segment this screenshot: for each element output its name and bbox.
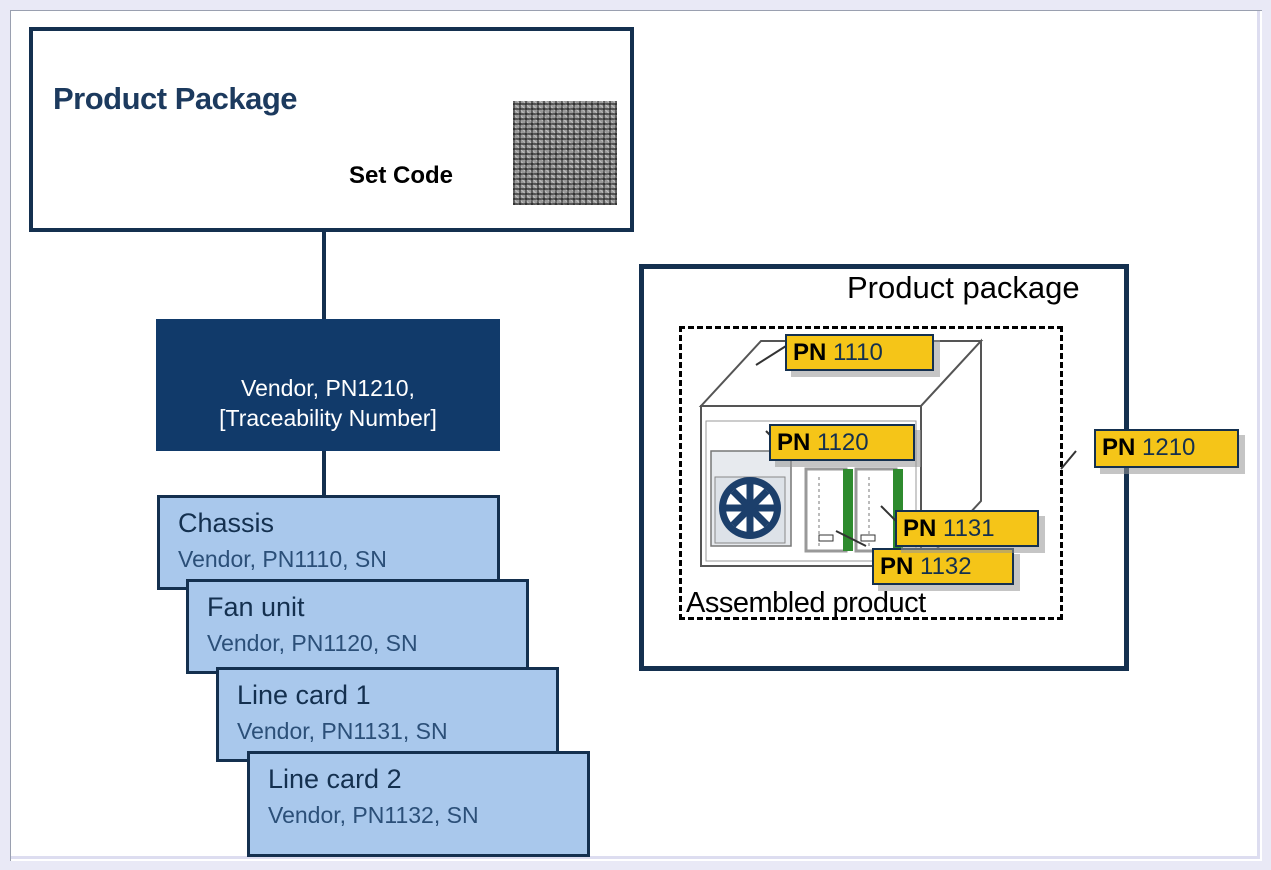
pn-tag-prefix: PN	[777, 429, 818, 456]
assembled-product-label: Assembled product	[686, 587, 926, 619]
pn-tag-1131: PN 1131	[895, 510, 1039, 547]
pn-tag-number: 1132	[920, 553, 972, 580]
card-title: Line card 2	[268, 764, 402, 794]
diagram-canvas: Product Package Set Code Vendor, PN1210,…	[10, 10, 1262, 861]
component-card-fan-unit: Fan unit Vendor, PN1120, SN	[186, 579, 529, 674]
fan-icon	[710, 450, 792, 547]
component-card-line-card-2: Line card 2 Vendor, PN1132, SN	[247, 751, 590, 857]
card-title: Fan unit	[207, 592, 305, 622]
connector-line	[322, 451, 326, 496]
pn-tag-number: 1131	[943, 515, 995, 542]
traceability-box: Vendor, PN1210, [Traceability Number]	[156, 319, 500, 451]
chassis-bay	[705, 420, 917, 562]
line-card-1-icon	[804, 467, 853, 553]
card-subtitle: Vendor, PN1131, SN	[237, 718, 448, 744]
component-card-line-card-1: Line card 1 Vendor, PN1131, SN	[216, 667, 559, 762]
pn-tag-1132: PN 1132	[872, 548, 1014, 585]
pn-tag-prefix: PN	[880, 553, 921, 580]
set-code-label: Set Code	[349, 162, 454, 189]
assembled-product-boundary	[679, 326, 1063, 620]
card-title: Line card 1	[237, 680, 371, 710]
pn-tag-1210: PN 1210	[1094, 429, 1239, 468]
pn-tag-number: 1210	[1142, 434, 1196, 461]
card-subtitle: Vendor, PN1132, SN	[268, 802, 479, 828]
pn-tag-number: 1120	[817, 429, 869, 456]
card-subtitle: Vendor, PN1120, SN	[207, 630, 418, 656]
card-subtitle: Vendor, PN1110, SN	[178, 546, 387, 572]
pn-tag-1110: PN 1110	[785, 334, 934, 371]
traceability-line-2: [Traceability Number]	[219, 405, 437, 431]
product-package-box: Product Package Set Code	[29, 27, 634, 232]
set-code-barcode-icon	[513, 101, 617, 205]
connector-line	[322, 232, 326, 321]
pn-tag-prefix: PN	[903, 515, 944, 542]
right-package-title: Product package	[847, 270, 1080, 305]
pn-tag-1120: PN 1120	[769, 424, 915, 461]
product-package-title: Product Package	[53, 81, 298, 116]
chassis-illustration	[698, 338, 1077, 569]
pn-tag-prefix: PN	[1102, 434, 1143, 461]
traceability-line-1: Vendor, PN1210,	[241, 375, 415, 401]
pn-tag-number: 1110	[833, 339, 883, 366]
pn-tag-prefix: PN	[793, 339, 834, 366]
card-title: Chassis	[178, 508, 275, 538]
